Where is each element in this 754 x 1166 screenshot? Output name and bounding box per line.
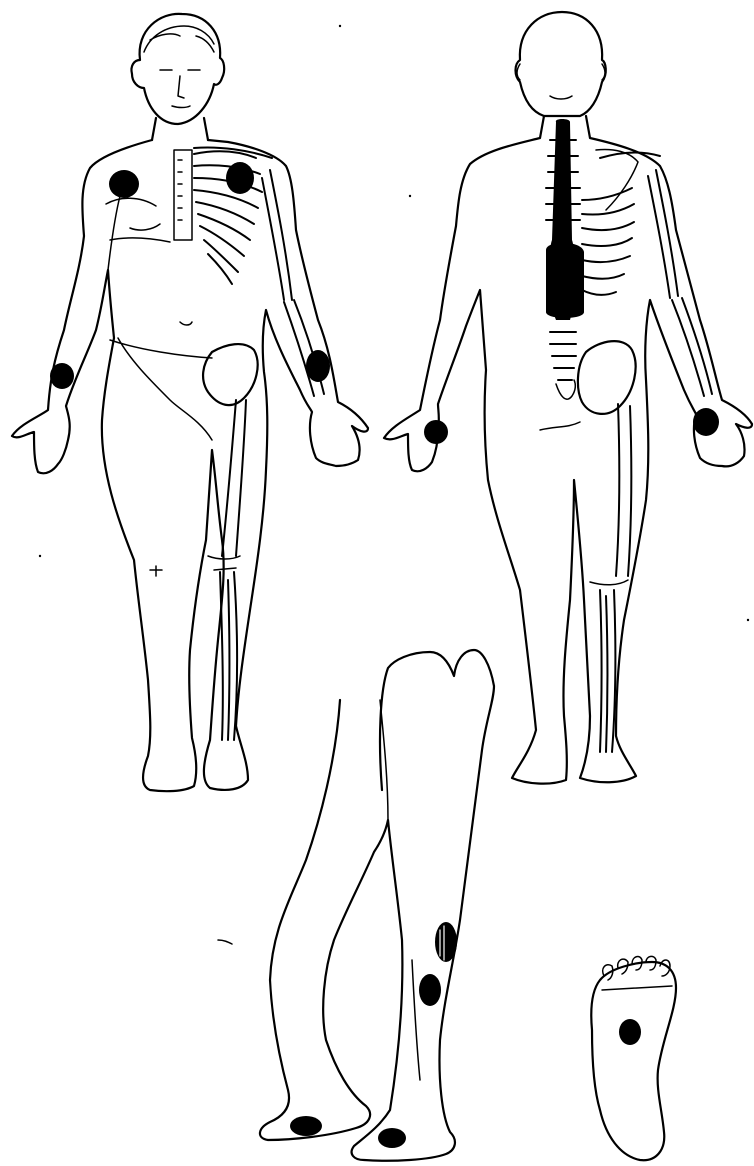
- front-pelvis: [203, 344, 258, 405]
- back-head: [516, 12, 606, 116]
- back-pelvis: [578, 341, 636, 414]
- back-view: [384, 12, 752, 784]
- spot-leg-heel: [290, 1116, 322, 1136]
- speckles: [39, 25, 749, 621]
- back-knee: [590, 580, 628, 585]
- front-femur: [222, 400, 246, 556]
- front-abdomen: [108, 196, 212, 440]
- spot-back-left-wrist: [693, 408, 719, 436]
- spot-front-right-shoulder: [109, 170, 139, 198]
- spot-leg-calf-lower: [419, 974, 441, 1006]
- sole-toes: [602, 956, 672, 990]
- front-humerus: [262, 170, 292, 300]
- spot-front-left-forearm: [306, 350, 330, 382]
- front-hair: [144, 26, 214, 52]
- front-face: [160, 70, 200, 108]
- spot-leg-calf-upper: [435, 922, 457, 962]
- back-ribs: [582, 188, 634, 295]
- front-neck: [152, 118, 208, 140]
- back-tibia: [600, 590, 615, 752]
- sole-outline: [591, 962, 676, 1160]
- back-hip-line: [540, 422, 580, 430]
- front-sternum: [174, 150, 192, 240]
- spot-back-right-wrist: [424, 420, 448, 444]
- spot-sole: [619, 1019, 641, 1045]
- front-knee-mark: [150, 566, 162, 576]
- back-femur: [616, 404, 631, 576]
- back-humerus: [648, 170, 678, 298]
- back-ear-marks: [517, 64, 605, 99]
- back-scapula: [596, 150, 638, 211]
- back-sacrum: [556, 380, 575, 399]
- leg-side-view: [218, 650, 494, 1161]
- front-view: [12, 14, 368, 791]
- spot-front-left-shoulder: [226, 162, 254, 194]
- spot-leg-foot: [378, 1128, 406, 1148]
- spot-back-thoracic-spine: [546, 243, 584, 318]
- sole-view: [591, 956, 676, 1160]
- legs-outline: [260, 650, 494, 1161]
- front-torso-outline: [12, 140, 368, 791]
- leg-mark: [218, 940, 232, 944]
- spot-front-right-forearm: [50, 363, 74, 389]
- front-sternum-marks: [178, 160, 182, 220]
- back-forearm-bones: [672, 298, 712, 396]
